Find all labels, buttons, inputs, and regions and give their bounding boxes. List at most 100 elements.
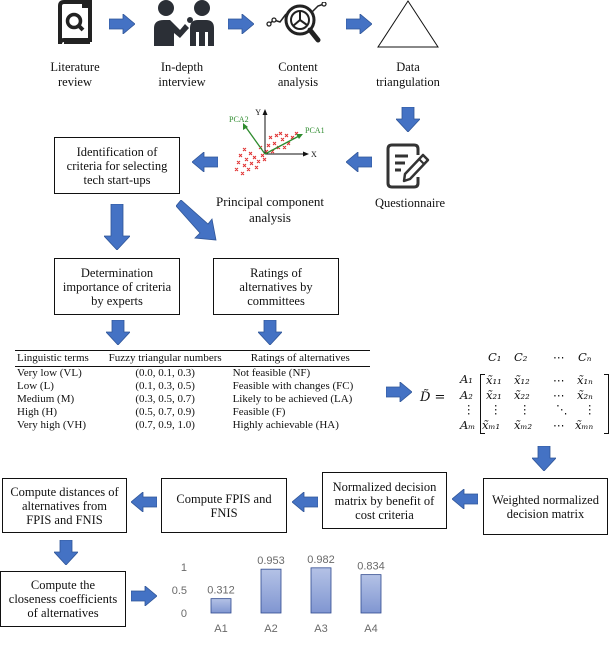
matrix-cell: ⋮ [519,402,531,416]
step-label-line: review [57,75,92,89]
y-tick-label: 0 [181,608,187,620]
x-tick-label: A2 [264,623,277,635]
table-cell: Very low (VL) [17,367,82,379]
header-linguistic-terms: Linguistic terms [15,350,100,367]
box-text-line: Compute FPIS and [176,491,272,506]
matrix-right-bracket [604,374,609,434]
table-header-row: Linguistic terms Fuzzy triangular number… [15,350,370,367]
box-text-line: decision matrix [506,506,585,521]
table-row: Very high (VH)(0.7, 0.9, 1.0)Highly achi… [15,419,370,432]
table-cell: Feasible (F) [232,406,286,418]
table-row: Medium (M)(0.3, 0.5, 0.7)Likely to be ac… [15,393,370,406]
step-label-line: analysis [277,75,319,89]
weighted-normalized-box: Weighted normalized decision matrix [483,478,608,535]
decision-matrix: D̃ = C₁ C₂ ⋯ Cₙ A₁ A₂ ⋮ Aₘ x̃₁₁ x̃₁₂ ⋯ x… [420,348,610,438]
pca-pc1-label: PCA1 [305,126,325,135]
step-label-line: triangulation [376,75,440,89]
matrix-cell: x̃₁ₙ [577,373,593,387]
arrow-left-icon [452,489,478,509]
step-label-in-depth-interview: In-depth interview [142,60,222,90]
box-text-line: alternatives from [21,498,108,513]
arrow-right-icon [228,14,254,34]
arrow-right-icon [131,586,157,606]
data-label: 0.953 [257,555,285,567]
x-tick-label: A1 [214,623,227,635]
x-tick-label: A4 [364,623,377,635]
questionnaire-icon [386,143,432,194]
pca-y-label: Y [255,108,261,117]
arrow-down-icon [104,204,130,250]
fuzzy-scale-table: Linguistic terms Fuzzy triangular number… [15,350,370,432]
box-text-line: tech start-ups [83,172,151,187]
arrow-down-icon [258,320,282,345]
bar-a1 [210,598,232,614]
table-cell: Medium (M) [17,393,75,405]
arrow-down-icon [54,540,78,565]
step-label-line: Content [278,60,318,74]
arrow-right-icon [346,14,372,34]
table-cell: (0.1, 0.3, 0.5) [135,380,195,392]
box-text-line: committees [247,293,305,308]
pca-label-line: analysis [249,210,291,225]
pca-x-label: X [311,150,317,159]
box-text-line: FNIS [210,505,238,520]
matrix-left-bracket [480,374,485,434]
book-search-icon [54,0,94,51]
bar-a2 [260,568,282,614]
box-text-line: criteria for selecting [66,158,168,173]
matrix-col-header: Cₙ [578,350,592,364]
matrix-cell: ⋯ [553,373,565,387]
arrow-down-icon [106,320,130,345]
pca-pc2-label: PCA2 [229,115,249,124]
data-label: 0.834 [357,561,385,573]
x-tick-label: A3 [314,623,327,635]
step-label-content-analysis: Content analysis [258,60,338,90]
matrix-cell: x̃₂₁ [486,388,502,402]
matrix-col-header: ⋯ [553,350,565,364]
table-row: Very low (VL)(0.0, 0.1, 0.3)Not feasible… [15,367,370,381]
box-text-line: importance of criteria [62,279,172,294]
matrix-row-header: ⋮ [463,402,475,416]
compute-fpis-box: Compute FPIS and FNIS [161,478,287,533]
compute-distances-box: Compute distances of alternatives from F… [2,478,127,533]
pca-plot: Y X PCA1 PCA2 [225,106,345,196]
matrix-cell: x̃₁₁ [486,373,502,387]
matrix-cell: ⋯ [553,388,565,402]
arrow-diagonal-icon [176,200,218,242]
matrix-cell: ⋱ [556,402,568,416]
matrix-cell: x̃₁₂ [514,373,530,387]
table-row: High (H) (0.5, 0.7, 0.9) Feasible (F) [15,406,370,419]
pca-pc1-axis [264,135,300,155]
data-label: 0.982 [307,554,335,566]
table-row: Low (L) (0.1, 0.3, 0.5) Feasible with chan… [15,380,370,393]
matrix-cell: ⋮ [490,402,502,416]
pca-label: Principal component analysis [205,194,335,226]
box-text-line: FPIS and FNIS [26,512,103,527]
table-cell: Likely to be achieved (LA) [232,393,353,405]
table-cell: Not feasible (NF) [232,367,311,379]
matrix-lhs: D̃ = [420,390,446,405]
table-cell: High (H) [17,406,58,418]
table-cell: Feasible with changes (FC) [232,380,354,392]
box-text-line: Normalized decision [332,479,437,494]
box-text-line: Determination [80,265,154,280]
box-text-line: alternatives by [239,279,313,294]
determination-importance-box: Determination importance of criteria by … [54,258,180,315]
pca-label-line: Principal component [216,194,324,209]
box-text-line: Compute the [30,578,96,592]
pca-pc2-axis [244,125,266,155]
matrix-cell: x̃ₘ₂ [514,418,533,432]
content-analysis-icon [266,1,330,53]
questionnaire-label: Questionnaire [374,196,446,210]
box-text-line: cost criteria [355,507,414,522]
table-cell: Low (L) [17,380,54,392]
box-text-line: closeness coefficients [8,592,118,606]
step-label-line: Literature [50,60,100,74]
step-label-line: Data [396,60,420,74]
matrix-cell: x̃₂₂ [514,388,530,402]
matrix-row-header: Aₘ [460,418,476,432]
table-cell: (0.5, 0.7, 0.9) [135,406,195,418]
box-text-line: Weighted normalized [492,492,599,507]
arrow-down-icon [532,446,556,471]
